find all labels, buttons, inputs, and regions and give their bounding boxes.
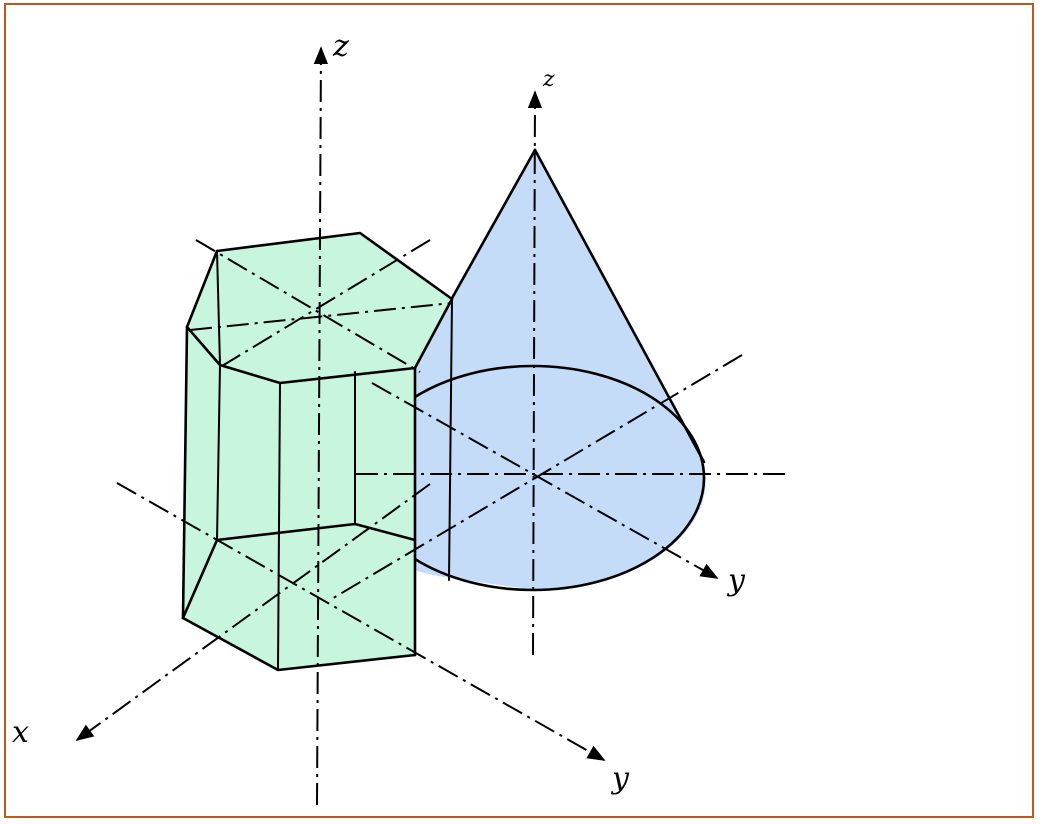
y-label-left: y xyxy=(610,761,630,796)
top-center-line-1 xyxy=(195,239,421,373)
y-axis-left xyxy=(116,482,606,761)
cone-slant-right xyxy=(533,148,706,464)
prism-edge-7 xyxy=(448,298,453,581)
prism-top-face xyxy=(185,231,454,385)
hexagonal-prism xyxy=(181,231,454,672)
prism-axes xyxy=(75,46,606,806)
y-label-right: y xyxy=(726,563,746,598)
x-axis xyxy=(75,483,431,742)
z-axis-left xyxy=(313,46,329,806)
prism-edge-3 xyxy=(277,382,281,671)
cone-diagonal-axis xyxy=(329,354,743,601)
z-label-left: z xyxy=(332,29,349,64)
x-label: x xyxy=(12,715,29,750)
cone-axes xyxy=(329,90,790,656)
prism-bottom-edge-back xyxy=(181,522,417,620)
prism-edge-6 xyxy=(216,250,221,366)
top-horizontal xyxy=(189,302,453,331)
prism-edge-2 xyxy=(216,364,221,541)
prism-fill xyxy=(183,233,452,670)
z-axis-right xyxy=(527,90,543,656)
z-label-right: z xyxy=(542,67,555,92)
top-center-line-2 xyxy=(221,239,431,367)
prism-edge-1 xyxy=(181,325,189,620)
y-axis-right xyxy=(371,382,719,579)
